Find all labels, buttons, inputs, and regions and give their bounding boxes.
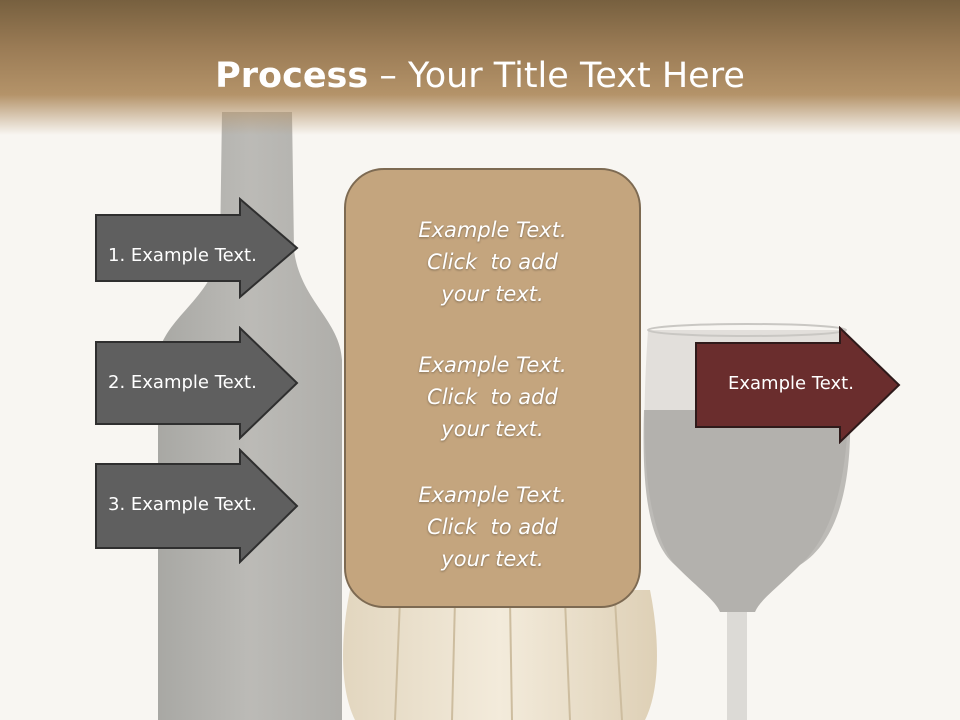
block-line: Click to add xyxy=(427,515,558,539)
block-line: your text. xyxy=(441,547,544,571)
block-line: your text. xyxy=(441,417,544,441)
center-text-box[interactable]: Example Text. Click to add your text. Ex… xyxy=(344,168,641,608)
block-line: your text. xyxy=(441,282,544,306)
title-bar xyxy=(0,0,960,135)
block-line: Click to add xyxy=(427,385,558,409)
block-line: Example Text. xyxy=(418,483,567,507)
center-text-block-1: Example Text. Click to add your text. xyxy=(346,214,639,310)
arrow-shape-icon xyxy=(695,326,901,444)
center-text-block-3: Example Text. Click to add your text. xyxy=(346,479,639,575)
arrow-label: 1. Example Text. xyxy=(108,245,257,266)
arrow-shape-icon xyxy=(95,326,299,440)
block-line: Example Text. xyxy=(418,218,567,242)
block-line: Click to add xyxy=(427,250,558,274)
arrow-shape-icon xyxy=(95,197,299,299)
title-strong: Process xyxy=(215,56,369,96)
arrow-label: Example Text. xyxy=(728,373,854,394)
arrow-label: 3. Example Text. xyxy=(108,494,257,515)
left-arrow-3[interactable]: 3. Example Text. xyxy=(94,448,300,564)
right-arrow[interactable]: Example Text. xyxy=(694,326,902,444)
arrow-shape-icon xyxy=(95,448,299,564)
left-arrow-1[interactable]: 1. Example Text. xyxy=(94,197,300,299)
arrow-label: 2. Example Text. xyxy=(108,372,257,393)
page-title[interactable]: Process – Your Title Text Here xyxy=(0,52,960,100)
title-rest: – Your Title Text Here xyxy=(368,56,745,96)
left-arrow-2[interactable]: 2. Example Text. xyxy=(94,326,300,440)
block-line: Example Text. xyxy=(418,353,567,377)
center-text-block-2: Example Text. Click to add your text. xyxy=(346,349,639,445)
barrel-shape xyxy=(343,590,657,720)
